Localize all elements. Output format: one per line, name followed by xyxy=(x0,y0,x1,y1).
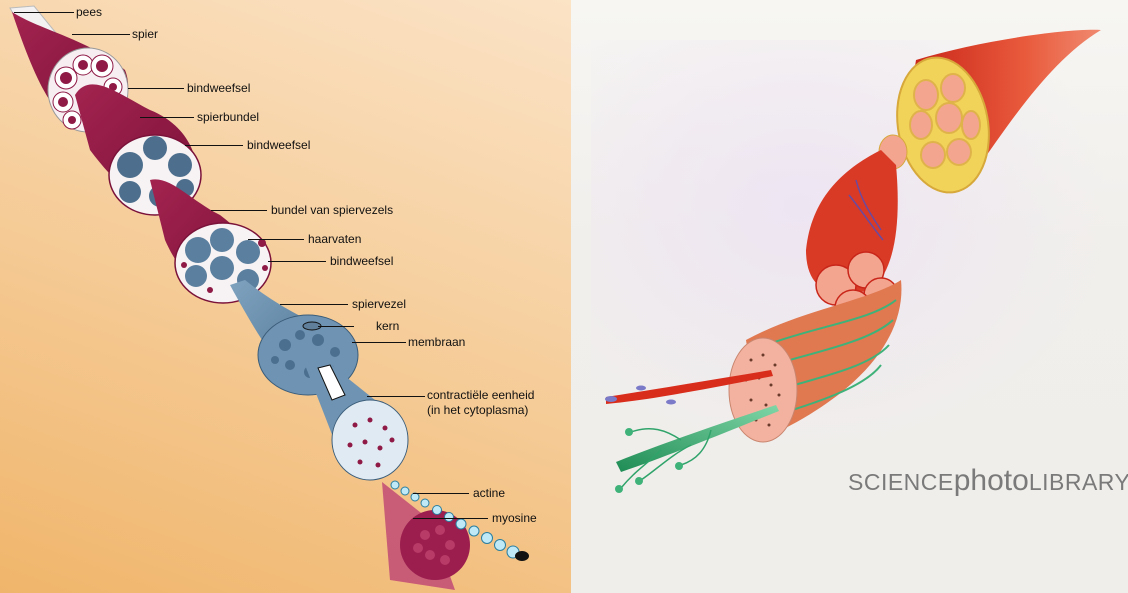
label-contractiele-eenheid: contractiële eenheid xyxy=(427,388,535,402)
nerve-branches xyxy=(620,428,712,489)
label-bindweefsel-3: bindweefsel xyxy=(330,254,394,268)
leader-line-spier xyxy=(72,34,130,35)
label-actine: actine xyxy=(473,486,506,500)
label-haarvaten: haarvaten xyxy=(308,232,362,246)
label-pees: pees xyxy=(76,5,103,19)
label-spiervezel: spiervezel xyxy=(352,297,407,311)
watermark-photo: photo xyxy=(953,464,1029,497)
leader-line-bindweefsel-2 xyxy=(185,145,243,146)
leader-line-bundel-van-spiervezels xyxy=(211,210,267,211)
leader-line-kern xyxy=(318,326,354,327)
leader-line-bindweefsel-3 xyxy=(268,261,326,262)
nerve-fiber xyxy=(616,405,779,472)
muscle-hierarchy-illustration xyxy=(9,5,529,590)
label-bindweefsel-2: bindweefsel xyxy=(247,138,311,152)
label-kern: kern xyxy=(376,319,400,333)
blood-vessels xyxy=(848,179,884,241)
leader-line-spiervezel xyxy=(280,304,348,305)
myofibril-shape xyxy=(305,360,375,455)
blood-vessel xyxy=(606,370,773,404)
label-spierbundel: spierbundel xyxy=(197,110,260,124)
leader-line-spierbundel xyxy=(140,117,194,118)
myosine-cross-section xyxy=(400,510,470,580)
leader-line-pees xyxy=(14,12,74,13)
label-bindweefsel-1: bindweefsel xyxy=(187,81,251,95)
leader-line-membraan xyxy=(352,342,406,343)
muscle-anatomy-illustration: SCIENCEphotoLIBRARY xyxy=(571,0,1128,593)
leader-line-contractiele-eenheid xyxy=(367,396,425,397)
leader-line-haarvaten xyxy=(248,239,304,240)
muscle-3d-illustration xyxy=(605,29,1101,493)
watermark-science: SCIENCE xyxy=(848,469,954,495)
leader-line-bindweefsel-1 xyxy=(128,88,184,89)
label-membraan: membraan xyxy=(408,335,466,349)
leader-line-myosine xyxy=(413,518,488,519)
myofibril-cross-section xyxy=(331,399,409,481)
leader-line-actine xyxy=(413,493,469,494)
science-photo-library-watermark: SCIENCEphotoLIBRARY xyxy=(848,464,1128,498)
label-myosine: myosine xyxy=(492,511,537,525)
muscle-structure-diagram-dutch: pees spier bindweefsel spierbundel bindw… xyxy=(0,0,571,593)
label-bundel-van-spiervezels: bundel van spiervezels xyxy=(271,203,394,217)
label-contractiele-eenheid-sub: (in het cytoplasma) xyxy=(427,403,529,417)
watermark-library: LIBRARY xyxy=(1028,469,1128,495)
label-spier: spier xyxy=(132,27,159,41)
